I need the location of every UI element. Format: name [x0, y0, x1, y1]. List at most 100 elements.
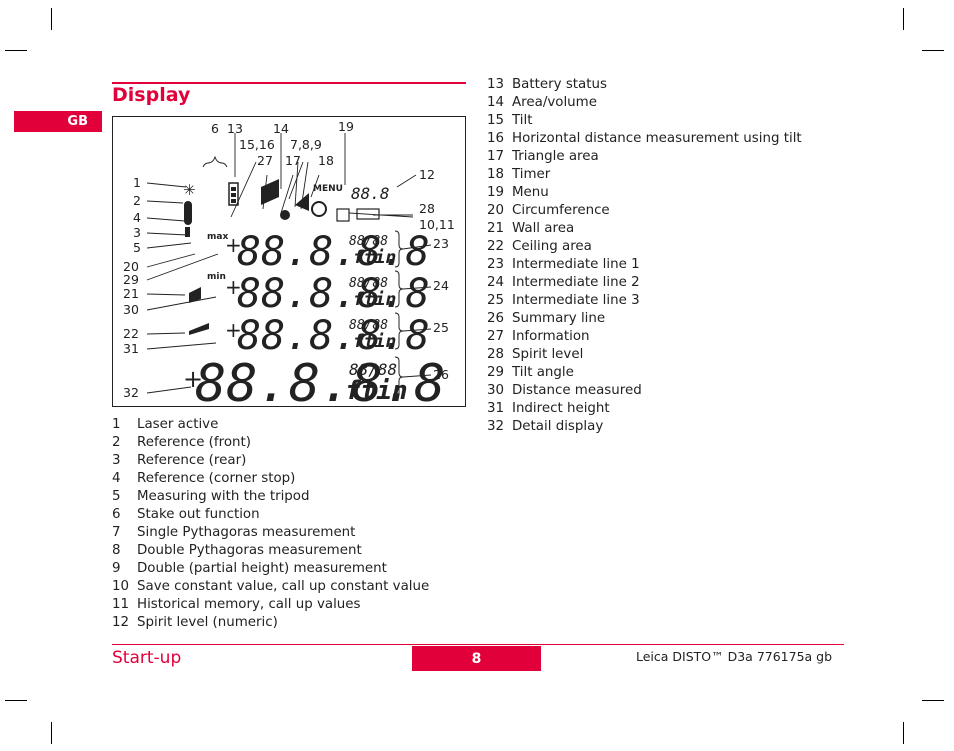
- legend-text: Tilt angle: [512, 365, 574, 380]
- plus-sign: +: [225, 275, 242, 299]
- summary-unit: ftin: [345, 376, 408, 406]
- line1-small-digits: 88/88: [349, 234, 388, 249]
- crop-mark: [922, 700, 944, 701]
- legend-item: 18 Timer: [487, 166, 802, 184]
- crop-mark: [5, 700, 27, 701]
- callout-label: 27: [257, 153, 273, 168]
- legend-number: 26: [487, 311, 505, 326]
- crop-mark: [922, 50, 944, 51]
- legend-number: 22: [487, 239, 505, 254]
- laser-icon: ✳: [183, 181, 196, 199]
- legend-number: 23: [487, 257, 505, 272]
- legend-item: 30 Distance measured: [487, 382, 802, 400]
- legend-text: Summary line: [512, 311, 606, 326]
- callout-label: 29: [123, 272, 139, 287]
- legend-text: Double (partial height) measurement: [137, 561, 387, 576]
- legend-number: 2: [112, 435, 121, 450]
- legend-item: 8 Double Pythagoras measurement: [112, 542, 429, 560]
- plus-sign: +: [225, 233, 242, 257]
- legend-text: Distance measured: [512, 383, 642, 398]
- min-label: min: [207, 272, 226, 282]
- legend-number: 3: [112, 453, 121, 468]
- area-volume-icon: [261, 179, 279, 205]
- legend-item: 4 Reference (corner stop): [112, 470, 429, 488]
- line3-digits: 88.8.8.8: [237, 313, 430, 359]
- legend-text: Reference (corner stop): [137, 471, 296, 486]
- line2-digits: 88.8.8.8: [237, 271, 430, 317]
- legend-number: 29: [487, 365, 505, 380]
- line3-small-digits: 88/88: [349, 318, 388, 333]
- callout-label: 15,16: [239, 137, 275, 152]
- crop-mark: [903, 722, 904, 744]
- legend-text: Reference (front): [137, 435, 251, 450]
- title-rule: [112, 82, 466, 84]
- callout-label: 32: [123, 385, 139, 400]
- legend-number: 18: [487, 167, 505, 182]
- line1-unit: ftin: [353, 247, 396, 268]
- legend-text: Intermediate line 1: [512, 257, 640, 272]
- legend-text: Area/volume: [512, 95, 597, 110]
- legend-item: 20 Circumference: [487, 202, 802, 220]
- legend-item: 23 Intermediate line 1: [487, 256, 802, 274]
- legend-number: 11: [112, 597, 130, 612]
- legend-number: 27: [487, 329, 505, 344]
- legend-text: Menu: [512, 185, 549, 200]
- legend-number: 28: [487, 347, 505, 362]
- legend-number: 6: [112, 507, 121, 522]
- legend-item: 28 Spirit level: [487, 346, 802, 364]
- legend-number: 4: [112, 471, 121, 486]
- legend-text: Double Pythagoras measurement: [137, 543, 362, 558]
- legend-number: 8: [112, 543, 121, 558]
- legend-text: Stake out function: [137, 507, 260, 522]
- spirit-level-icon: [356, 208, 380, 220]
- callout-label: 21: [123, 286, 139, 301]
- crop-mark: [51, 722, 52, 744]
- info-icon: [280, 210, 290, 220]
- legend-number: 30: [487, 383, 505, 398]
- legend-text: Spirit level (numeric): [137, 615, 278, 630]
- legend-number: 14: [487, 95, 505, 110]
- line1-digits: 88.8.8.8: [237, 229, 430, 275]
- max-label: max: [207, 232, 228, 242]
- legend-text: Circumference: [512, 203, 610, 218]
- crop-mark: [903, 8, 904, 30]
- plus-sign: +: [183, 365, 203, 393]
- footer-product: Leica DISTO™ D3a 776175a gb: [636, 649, 833, 664]
- triangle-area-icon: [295, 193, 309, 211]
- legend-number: 16: [487, 131, 505, 146]
- ceiling-area-icon: [189, 323, 209, 335]
- legend-number: 7: [112, 525, 121, 540]
- legend-text: Measuring with the tripod: [137, 489, 310, 504]
- callout-label: 22: [123, 326, 139, 341]
- legend-text: Timer: [512, 167, 551, 182]
- legend-text: Spirit level: [512, 347, 584, 362]
- legend-number: 20: [487, 203, 505, 218]
- legend-item: 26 Summary line: [487, 310, 802, 328]
- legend-number: 24: [487, 275, 505, 290]
- line3-unit: ftin: [353, 331, 396, 352]
- crop-mark: [5, 50, 27, 51]
- callout-label: 7,8,9: [290, 137, 322, 152]
- legend-item: 2 Reference (front): [112, 434, 429, 452]
- legend-number: 25: [487, 293, 505, 308]
- line2-small-digits: 88/88: [349, 276, 388, 291]
- legend-number: 10: [112, 579, 130, 594]
- legend-text: Single Pythagoras measurement: [137, 525, 356, 540]
- legend-item: 14 Area/volume: [487, 94, 802, 112]
- callout-label: 4: [133, 210, 141, 225]
- callout-label: 13: [227, 121, 243, 136]
- callout-label: 17: [285, 153, 301, 168]
- legend-item: 7 Single Pythagoras measurement: [112, 524, 429, 542]
- legend-item: 29 Tilt angle: [487, 364, 802, 382]
